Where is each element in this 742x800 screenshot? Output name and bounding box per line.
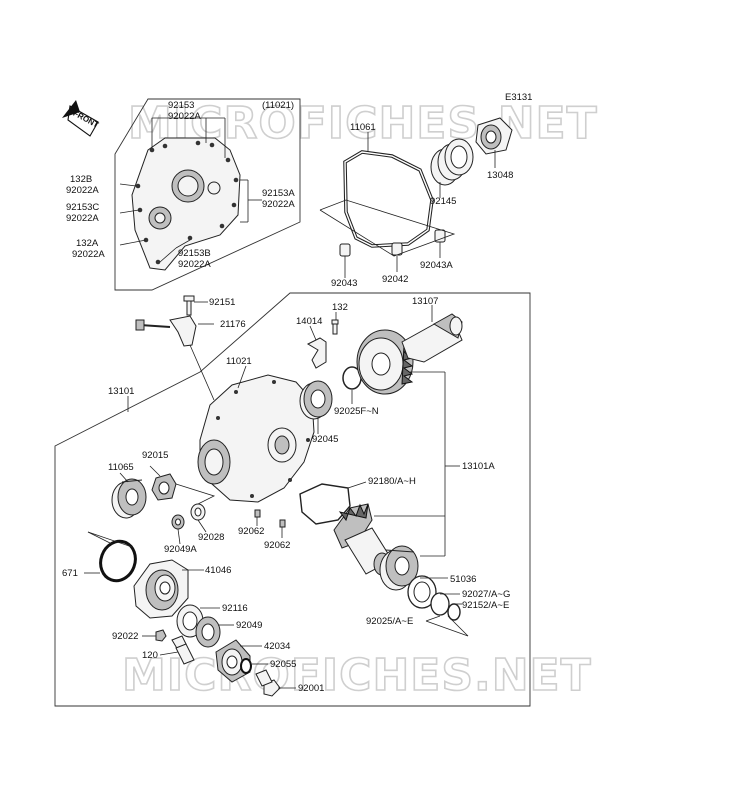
label-11021-paren: (11021) xyxy=(262,100,294,111)
o-ring-92055 xyxy=(240,658,252,674)
sensor-21176 xyxy=(135,315,197,347)
label-92151: 92151 xyxy=(209,297,235,308)
label-92028: 92028 xyxy=(198,532,224,543)
label-92153b: 92153B xyxy=(178,248,211,259)
main-assembly-box xyxy=(54,292,531,707)
watermark-bottom: MICROFICHES.NET xyxy=(122,650,592,701)
shim-92027 xyxy=(407,575,437,609)
bolt-92062-pair xyxy=(254,509,286,528)
gasket-leaders xyxy=(319,132,496,278)
shim-92152 xyxy=(430,592,450,616)
label-92015: 92015 xyxy=(142,450,168,461)
label-92145: 92145 xyxy=(430,196,456,207)
label-92049a: 92049A xyxy=(164,544,197,555)
bracket-14014 xyxy=(306,337,327,369)
label-92045: 92045 xyxy=(312,434,338,445)
seal-92049 xyxy=(195,616,221,648)
label-132b: 132B xyxy=(70,174,92,185)
label-92062-a: 92062 xyxy=(238,526,264,537)
front-arrow-icon: FRONT xyxy=(62,100,100,137)
label-41046: 41046 xyxy=(205,565,231,576)
gear-housing-11021 xyxy=(197,374,315,503)
bolt-120 xyxy=(171,635,195,665)
label-92055: 92055 xyxy=(270,659,296,670)
label-92180: 92180/A~H xyxy=(368,476,416,487)
label-671: 671 xyxy=(62,568,78,579)
label-92152: 92152/A~E xyxy=(462,600,509,611)
cover-leaders xyxy=(119,117,262,263)
gasket-11061 xyxy=(343,150,434,248)
nut-92015 xyxy=(151,473,177,501)
label-92027: 92027/A~G xyxy=(462,589,510,600)
label-92022a-92153a: 92022A xyxy=(262,199,295,210)
bevel-gear-13107 xyxy=(356,329,414,395)
bolt-92151 xyxy=(183,295,195,316)
label-92116: 92116 xyxy=(222,603,248,614)
bearing-11065 xyxy=(111,478,147,519)
label-13101a: 13101A xyxy=(462,461,495,472)
cover-group-box xyxy=(114,98,301,291)
label-11065: 11065 xyxy=(108,462,134,473)
label-92049: 92049 xyxy=(236,620,262,631)
label-51036: 51036 xyxy=(450,574,476,585)
label-92043a: 92043A xyxy=(420,260,453,271)
coupling-42034 xyxy=(215,639,251,683)
label-92025a-e: 92025/A~E xyxy=(366,616,413,627)
nut-92049a xyxy=(171,514,185,530)
label-92153a: 92153A xyxy=(262,188,295,199)
flange-41046 xyxy=(133,559,189,619)
label-92062-b: 92062 xyxy=(264,540,290,551)
label-92153c: 92153C xyxy=(66,202,99,213)
label-92022: 92022 xyxy=(112,631,138,642)
bolt-132 xyxy=(331,319,339,335)
label-92022a-top: 92022A xyxy=(168,111,201,122)
shaft-13107 xyxy=(401,313,463,363)
label-92042: 92042 xyxy=(382,274,408,285)
label-92022a-92153c: 92022A xyxy=(66,213,99,224)
label-92022a-92153b: 92022A xyxy=(178,259,211,270)
bolt-92001 xyxy=(255,669,281,697)
label-120: 120 xyxy=(142,650,158,661)
label-13048: 13048 xyxy=(487,170,513,181)
label-13101: 13101 xyxy=(108,386,134,397)
label-42034: 42034 xyxy=(264,641,290,652)
label-132: 132 xyxy=(332,302,348,313)
label-14014: 14014 xyxy=(296,316,322,327)
label-92001: 92001 xyxy=(298,683,324,694)
label-132a: 132A xyxy=(76,238,99,249)
label-92022a-132b: 92022A xyxy=(66,185,99,196)
diagram-code: E3131 xyxy=(505,92,532,103)
bearing-51036 xyxy=(379,545,419,591)
collar-92028 xyxy=(190,503,206,521)
label-92043: 92043 xyxy=(331,278,357,289)
shim-92145 xyxy=(430,138,474,186)
nut-92022 xyxy=(155,629,167,642)
seal-13048 xyxy=(475,117,513,155)
label-21176: 21176 xyxy=(220,319,246,330)
label-92022a-132a: 92022A xyxy=(72,249,105,260)
label-11021: 11021 xyxy=(226,356,252,367)
o-ring-671 xyxy=(99,539,137,583)
label-13107: 13107 xyxy=(412,296,438,307)
label-92153: 92153 xyxy=(168,100,194,111)
bearing-92045 xyxy=(299,380,333,420)
cover-plate xyxy=(131,137,241,271)
label-11061: 11061 xyxy=(350,122,376,133)
label-92025f-n: 92025F~N xyxy=(334,406,379,417)
